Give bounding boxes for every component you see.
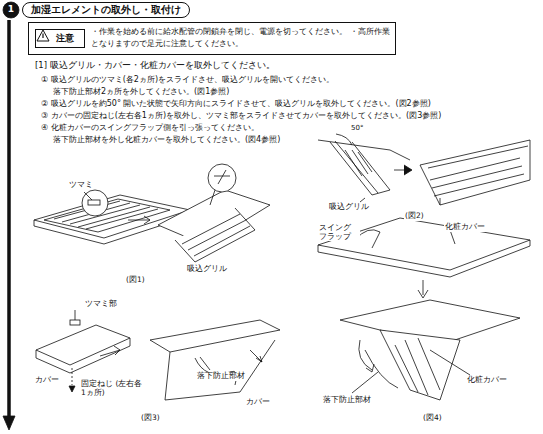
caution-label-box: 注意: [35, 29, 85, 48]
part-label: カバー: [34, 376, 60, 385]
step-circle: [3, 2, 19, 18]
step-text: 落下防止部材2ヵ所を外してください。(図1参照): [52, 87, 230, 96]
part-label: スイング フラップ: [318, 224, 360, 241]
part-label: カバー: [245, 398, 271, 407]
part-label: 化粧カバー: [466, 376, 508, 385]
step-number: 1: [7, 4, 15, 14]
step-heading: [1] 吸込グリル・カバー・化粧カバーを取外してください。: [34, 61, 276, 71]
dimension: 50°: [350, 124, 364, 132]
section-title: 加湿エレメントの取外し・取付け: [22, 2, 190, 18]
step-text: 落下防止部材を外し化粧カバーを取外してください。(図4参照): [52, 135, 281, 144]
part-label: 落下防止部材: [322, 396, 372, 405]
caution-heading: 注意: [56, 33, 74, 43]
step-text: ② 吸込グリルを約50° 開いた状態で矢印方向にスライドさせて、吸込グリルを取外…: [40, 99, 432, 108]
flow-line: [7, 20, 11, 420]
step-text: ① 吸込グリルのツマミ(各2ヵ所)をスライドさせ、吸込グリルを開いてください。: [40, 75, 335, 84]
part-label: 化粧カバー: [444, 223, 486, 232]
part-label: ツマミ部: [84, 300, 118, 309]
figure-3: [36, 310, 280, 400]
figure-4: [318, 218, 530, 400]
warning-icon: [37, 30, 49, 41]
figure-1: [34, 164, 270, 262]
part-label: 吸込グリル: [328, 203, 370, 212]
figure-2: [318, 134, 530, 205]
part-label: 落下防止部材: [196, 372, 246, 381]
figure-number: (図2): [404, 212, 425, 221]
step-text: ④ 化粧カバーのスイングフラップ側を引っ張ってください。: [40, 123, 260, 132]
part-label: ツマミ: [68, 180, 94, 189]
flow-arrowhead: [3, 416, 15, 430]
part-label: 固定ねじ (左右各1ヵ所): [80, 380, 146, 397]
figure-number: (図1): [125, 276, 146, 285]
part-label: 吸込グリル: [186, 265, 228, 274]
step-text: ③ カバーの固定ねじ(左右各1ヵ所)を取外し、ツマミ部をスライドさせてカバーを取…: [40, 111, 442, 120]
caution-box: ・作業を始める前に給水配管の閉鎖弁を閉じ、電源を切ってください。 ・高所作業とな…: [28, 22, 396, 55]
figure-number: (図3): [140, 414, 161, 423]
caution-text: ・作業を始める前に給水配管の閉鎖弁を閉じ、電源を切ってください。 ・高所作業とな…: [91, 26, 391, 50]
figure-number: (図4): [422, 414, 443, 423]
